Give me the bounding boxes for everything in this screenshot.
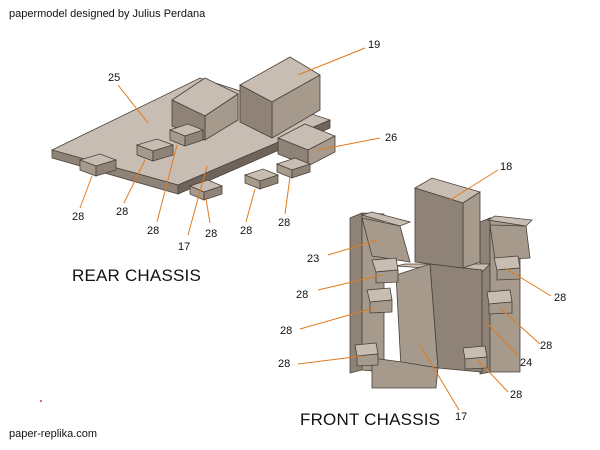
rear-label-28-c: 28 — [147, 225, 159, 237]
rear-label-28-d: 28 — [240, 225, 252, 237]
rear-block-19-side — [239, 84, 273, 139]
front-label-28-b: 28 — [280, 325, 292, 337]
front-label-28-c: 28 — [278, 358, 290, 370]
rear-label-28-f: 28 — [278, 217, 290, 229]
rear-label-25: 25 — [108, 72, 120, 84]
rear-label-17: 17 — [178, 241, 190, 253]
rear-chassis-title: REAR CHASSIS — [72, 266, 201, 285]
front-label-23: 23 — [307, 253, 319, 265]
front-label-28-e: 28 — [540, 340, 552, 352]
rear-chassis-model — [50, 56, 336, 201]
front-label-28-a: 28 — [296, 289, 308, 301]
site-url: paper-replika.com — [9, 428, 98, 440]
rear-label-28-a: 28 — [72, 211, 84, 223]
marker-dot — [40, 400, 42, 402]
front-block-23-top — [360, 211, 412, 227]
front-label-28-f: 28 — [510, 389, 522, 401]
front-label-28-d: 28 — [554, 292, 566, 304]
front-label-24: 24 — [520, 357, 532, 369]
front-leader-lines — [297, 169, 552, 411]
front-label-17: 17 — [455, 411, 467, 423]
designer-credit: papermodel designed by Julius Perdana — [9, 8, 206, 20]
rear-label-28-b: 28 — [116, 206, 128, 218]
front-label-18: 18 — [500, 161, 512, 173]
rear-lugs — [78, 123, 312, 201]
front-center-base — [371, 357, 439, 389]
rear-label-19: 19 — [368, 39, 380, 51]
front-lugs — [354, 255, 521, 370]
front-right-top-block-front — [489, 224, 531, 261]
front-chassis-title: FRONT CHASSIS — [300, 410, 441, 429]
rear-leader-lines — [79, 47, 381, 236]
rear-label-26: 26 — [385, 132, 397, 144]
front-block-23-front — [361, 217, 411, 263]
front-right-top-block-top — [486, 215, 533, 227]
front-chassis-model — [349, 177, 533, 389]
rear-label-28-e: 28 — [205, 228, 217, 240]
front-block-18-side — [414, 187, 464, 269]
front-center-right — [429, 263, 483, 373]
front-block-18-front — [462, 191, 481, 269]
